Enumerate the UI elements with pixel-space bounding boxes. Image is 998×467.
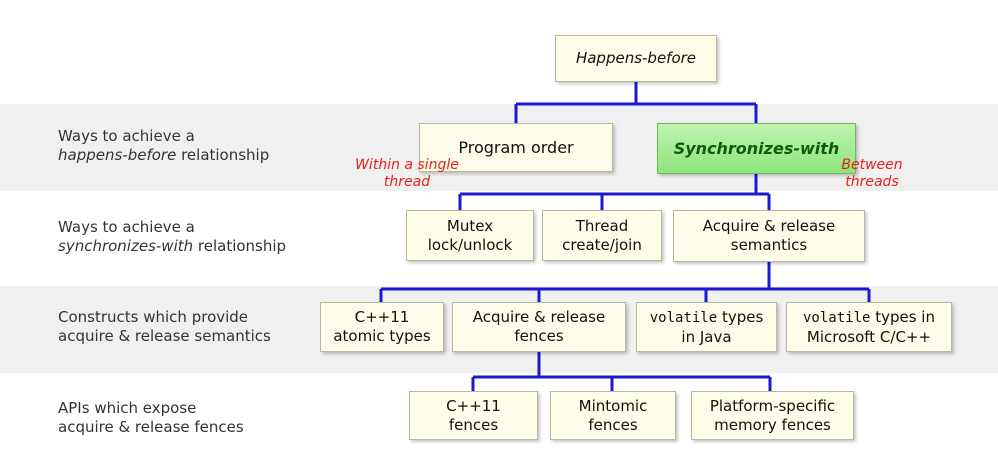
row-label-3: Constructs which provide acquire & relea… bbox=[58, 308, 271, 345]
thread-create-join-box: Thread create/join bbox=[542, 210, 662, 261]
happens-before-box: Happens-before bbox=[555, 35, 717, 82]
cpp11-fences-box: C++11 fences bbox=[409, 391, 538, 440]
cpp11-atomic-types-box: C++11 atomic types bbox=[320, 302, 444, 352]
note-between-threads: Between threads bbox=[841, 157, 903, 190]
synchronizes-with-box: Synchronizes-with bbox=[657, 123, 856, 174]
platform-specific-memory-fences-box: Platform-specific memory fences bbox=[691, 391, 854, 440]
program-order-box: Program order bbox=[419, 123, 613, 172]
acquire-release-semantics-box: Acquire & release semantics bbox=[673, 210, 865, 262]
row-label-1: Ways to achieve a happens-before relatio… bbox=[58, 127, 270, 164]
note-within-single-thread: Within a single thread bbox=[355, 157, 459, 190]
volatile-types-microsoft-box: volatile types in Microsoft C/C++ bbox=[786, 302, 952, 352]
volatile-types-java-box: volatile types in Java bbox=[636, 302, 777, 352]
row-label-2: Ways to achieve a synchronizes-with rela… bbox=[58, 218, 287, 255]
acquire-release-fences-box: Acquire & release fences bbox=[452, 302, 626, 352]
mintomic-fences-box: Mintomic fences bbox=[550, 391, 676, 440]
row-label-4: APIs which expose acquire & release fenc… bbox=[58, 399, 244, 436]
mutex-lock-unlock-box: Mutex lock/unlock bbox=[406, 210, 534, 261]
